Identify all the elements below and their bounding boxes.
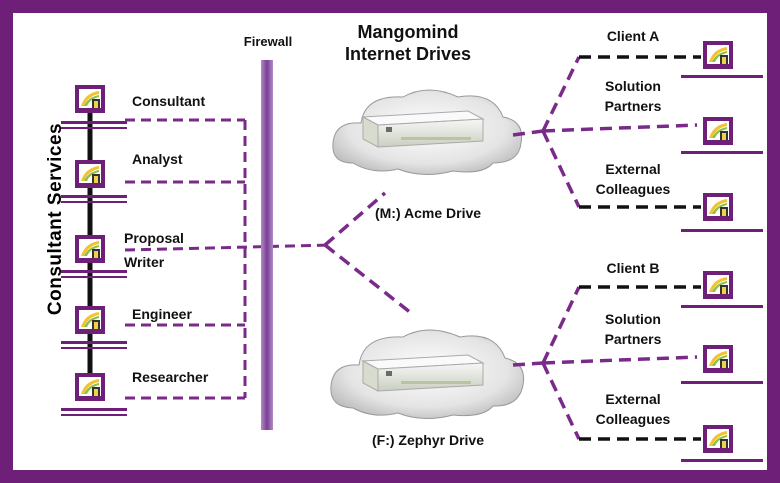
group-a-links: [512, 56, 698, 208]
firewall-bar: [261, 60, 273, 430]
computer-icon: [681, 117, 763, 154]
computer-icon: [681, 425, 763, 462]
group-b-client-links: [579, 285, 701, 441]
group-a-partners-line1: Solution: [605, 78, 661, 94]
group-b-partners-line2: Partners: [604, 331, 662, 347]
computer-icon: [61, 85, 127, 129]
title-line-1: Mangomind: [357, 22, 459, 42]
role-analyst: Analyst: [131, 151, 184, 168]
group-a-colleagues-line1: External: [605, 161, 661, 177]
group-b-colleagues-line2: Colleagues: [595, 411, 671, 427]
network-diagram: Consultant Services Mangomind Internet D…: [13, 13, 767, 470]
firewall-to-drives-links: [323, 191, 413, 315]
server-icon: [361, 354, 485, 392]
group-a-client-links: [579, 55, 701, 209]
group-b-partners-line1: Solution: [605, 311, 661, 327]
computer-icon: [681, 193, 763, 232]
drive-f-label: (F:) Zephyr Drive: [371, 432, 484, 448]
group-b-colleagues-line1: External: [605, 391, 661, 407]
role-engineer: Engineer: [131, 306, 193, 323]
computer-icon: [681, 41, 763, 78]
group-b-links: [512, 286, 698, 440]
role-proposal: Proposal: [123, 230, 185, 247]
role-researcher: Researcher: [131, 369, 210, 386]
group-b-client: Client B: [606, 260, 660, 276]
group-a-client: Client A: [606, 28, 660, 44]
internal-links: [124, 118, 334, 400]
computer-icon: [681, 271, 763, 308]
role-consultant: Consultant: [131, 93, 207, 110]
drive-m-label: (M:) Acme Drive: [374, 205, 482, 221]
group-a-partners-line2: Partners: [604, 98, 662, 114]
computer-icon: [61, 373, 127, 416]
firewall-label: Firewall: [243, 34, 293, 49]
computer-icon: [681, 345, 763, 384]
computer-icon: [61, 160, 127, 203]
computer-icon: [61, 235, 127, 278]
server-icon: [361, 110, 485, 148]
computer-icon: [61, 306, 127, 349]
diagram-canvas: [61, 41, 763, 462]
role-writer: Writer: [123, 254, 166, 271]
vertical-title: Consultant Services: [45, 122, 66, 316]
group-a-colleagues-line2: Colleagues: [595, 181, 671, 197]
title-line-2: Internet Drives: [344, 44, 472, 64]
